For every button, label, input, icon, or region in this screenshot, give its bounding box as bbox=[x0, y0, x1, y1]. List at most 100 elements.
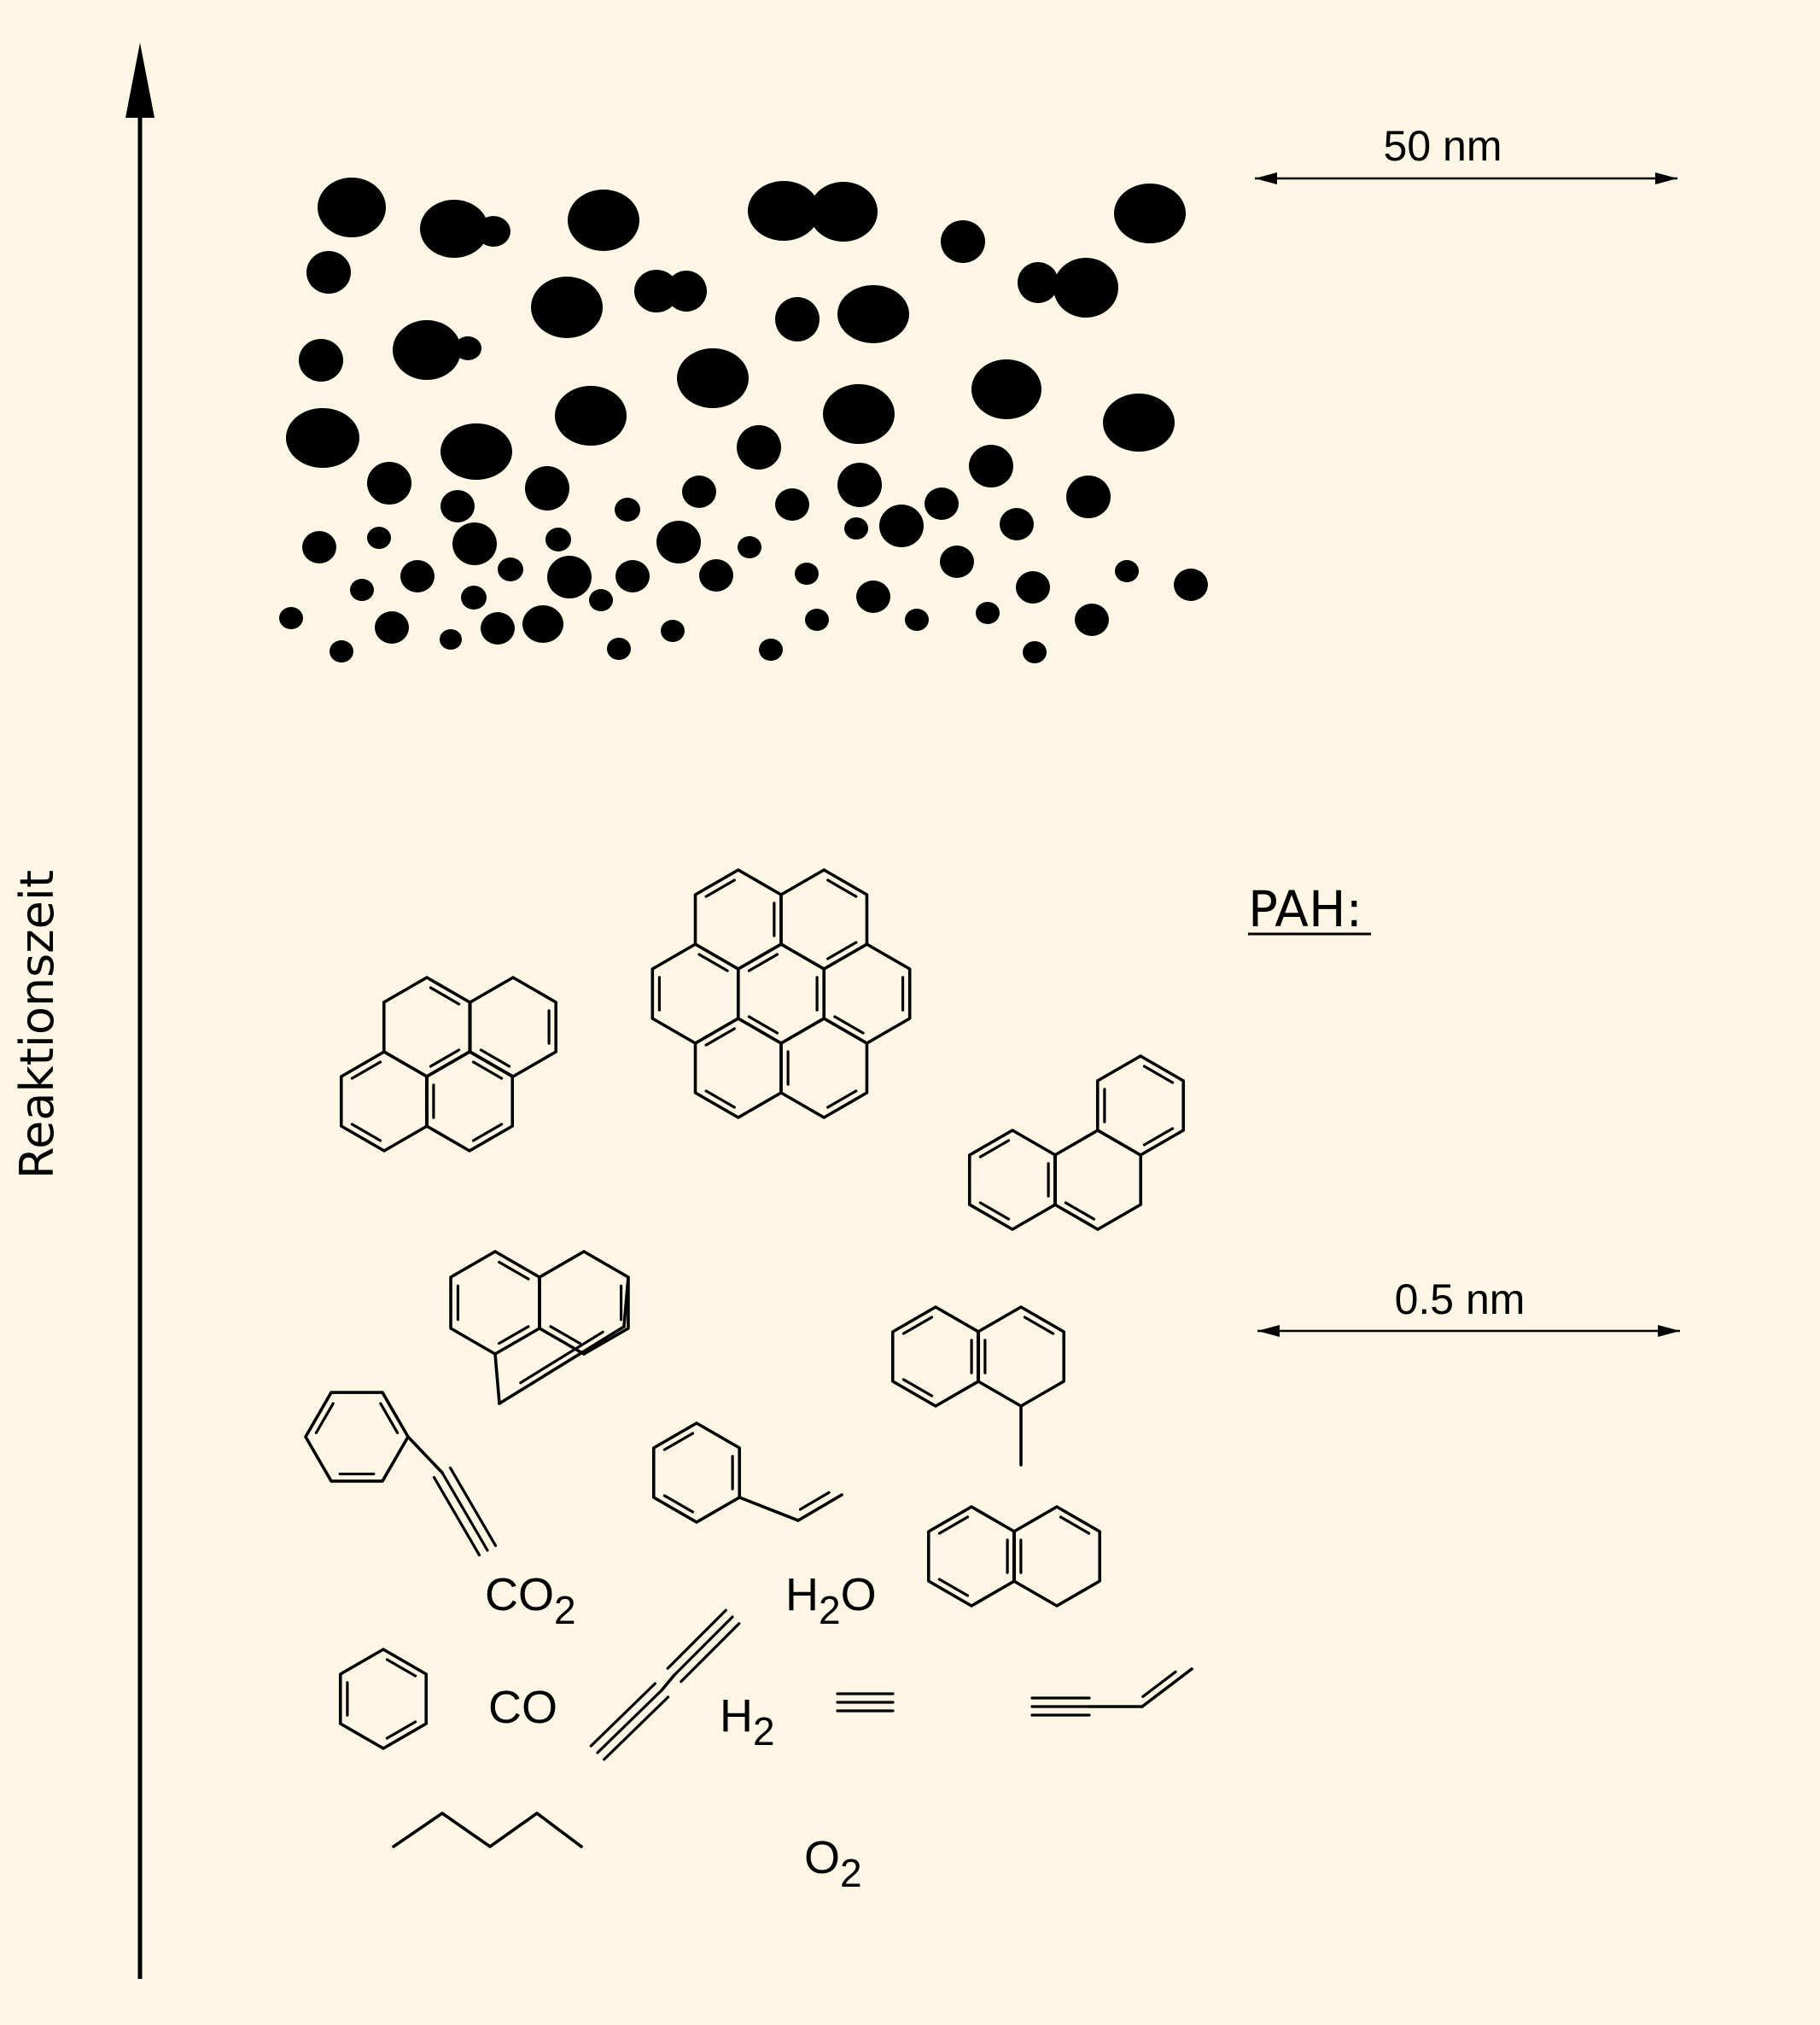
soot-particle bbox=[568, 190, 639, 251]
soot-particle bbox=[634, 270, 679, 312]
soot-particle bbox=[976, 602, 1000, 624]
co2-label: CO2 bbox=[485, 1569, 576, 1632]
soot-particle bbox=[795, 563, 819, 585]
soot-particle bbox=[775, 488, 809, 521]
soot-particle bbox=[318, 178, 386, 237]
soot-particle bbox=[545, 528, 571, 551]
soot-particle bbox=[748, 181, 820, 241]
scale-bar-arrow-right bbox=[1658, 1325, 1680, 1337]
soot-particle bbox=[440, 629, 462, 650]
diacetylene-molecule bbox=[589, 1608, 741, 1761]
scale-bar-label-0-5nm: 0.5 nm bbox=[1395, 1275, 1525, 1323]
species-labels: CO2 H2O CO H2 O2 bbox=[485, 1569, 877, 1895]
soot-particle bbox=[461, 586, 487, 610]
styrene-molecule bbox=[651, 1421, 843, 1524]
scale-bar-50nm: 50 nm bbox=[1255, 122, 1677, 184]
naphthalene-molecule bbox=[926, 1505, 1102, 1608]
o2-label: O2 bbox=[804, 1832, 862, 1895]
soot-particle bbox=[940, 546, 974, 578]
h2-base: H bbox=[720, 1690, 753, 1742]
soot-particle bbox=[330, 640, 353, 662]
methylnaphthalene-molecule bbox=[890, 1305, 1066, 1467]
soot-particle bbox=[805, 609, 829, 631]
soot-particle bbox=[905, 609, 929, 631]
soot-particle bbox=[1174, 569, 1208, 601]
vinylacetylene-molecule bbox=[1030, 1667, 1193, 1717]
pah-label: PAH: bbox=[1248, 880, 1362, 938]
soot-particle bbox=[1115, 560, 1139, 582]
soot-particle bbox=[809, 182, 878, 242]
soot-particle bbox=[306, 251, 351, 294]
soot-particle bbox=[941, 220, 985, 263]
soot-particle bbox=[607, 638, 631, 660]
pyrene-molecule bbox=[339, 976, 558, 1153]
phenanthrene-molecule bbox=[967, 1054, 1186, 1231]
scale-bar-arrow-left bbox=[1257, 1325, 1280, 1337]
soot-particle bbox=[367, 462, 411, 505]
soot-particle bbox=[1000, 508, 1034, 540]
scale-bar-0-5nm: 0.5 nm bbox=[1257, 1275, 1680, 1337]
soot-particle bbox=[677, 348, 749, 408]
h2o-h: H bbox=[785, 1569, 819, 1620]
soot-particle bbox=[481, 612, 515, 645]
soot-particle bbox=[522, 605, 563, 643]
time-axis-label: Reaktionszeit bbox=[10, 870, 64, 1179]
scale-bar-label-50nm: 50 nm bbox=[1384, 122, 1502, 170]
soot-particle bbox=[879, 505, 924, 547]
soot-particles bbox=[279, 178, 1208, 663]
pah-label-group: PAH: bbox=[1248, 880, 1371, 938]
soot-particle bbox=[440, 490, 475, 522]
soot-particle bbox=[656, 521, 701, 563]
soot-particle bbox=[837, 285, 909, 343]
scale-bar-arrow-left bbox=[1255, 172, 1277, 184]
soot-particle bbox=[737, 425, 781, 470]
soot-particle bbox=[1075, 604, 1109, 636]
soot-particle bbox=[531, 277, 603, 338]
soot-particle bbox=[279, 607, 303, 629]
h2-label: H2 bbox=[720, 1690, 775, 1754]
soot-particle bbox=[350, 579, 374, 601]
soot-particle bbox=[615, 498, 640, 522]
soot-particle bbox=[393, 320, 461, 380]
soot-particle bbox=[666, 271, 707, 312]
o2-subscript: 2 bbox=[840, 1851, 862, 1895]
co2-subscript: 2 bbox=[554, 1588, 576, 1632]
soot-particle bbox=[1066, 476, 1111, 518]
soot-particle bbox=[547, 556, 592, 598]
o2-base: O bbox=[804, 1832, 840, 1883]
soot-particle bbox=[299, 339, 343, 382]
acetylene-molecule bbox=[836, 1692, 895, 1713]
acenaphthylene-molecule bbox=[449, 1250, 630, 1405]
molecules bbox=[304, 868, 1193, 1848]
soot-particle bbox=[699, 559, 733, 592]
soot-particle bbox=[823, 384, 895, 444]
soot-particle bbox=[775, 297, 820, 341]
h2o-o: O bbox=[841, 1569, 877, 1620]
soot-particle bbox=[420, 200, 488, 258]
h2o-subscript: 2 bbox=[819, 1588, 841, 1632]
soot-particle bbox=[302, 531, 336, 563]
soot-particle bbox=[1018, 262, 1059, 303]
phenylacetylene-molecule bbox=[304, 1391, 498, 1557]
soot-particle bbox=[498, 557, 523, 581]
soot-particle bbox=[682, 476, 716, 508]
time-axis-arrowhead bbox=[125, 43, 155, 118]
soot-particle bbox=[286, 408, 359, 468]
soot-particle bbox=[1053, 258, 1118, 318]
soot-particle bbox=[454, 336, 481, 360]
soot-particle bbox=[856, 581, 890, 613]
soot-particle bbox=[759, 639, 783, 661]
soot-particle bbox=[738, 536, 761, 558]
soot-particle bbox=[1103, 394, 1175, 452]
soot-particle bbox=[615, 560, 650, 592]
soot-particle bbox=[837, 463, 882, 507]
soot-particle bbox=[969, 445, 1013, 487]
soot-particle bbox=[476, 216, 510, 247]
soot-particle bbox=[400, 560, 435, 592]
soot-particle bbox=[452, 522, 497, 565]
soot-particle bbox=[375, 611, 409, 644]
scale-bar-arrow-right bbox=[1655, 172, 1677, 184]
h2o-label: H2O bbox=[785, 1569, 877, 1632]
